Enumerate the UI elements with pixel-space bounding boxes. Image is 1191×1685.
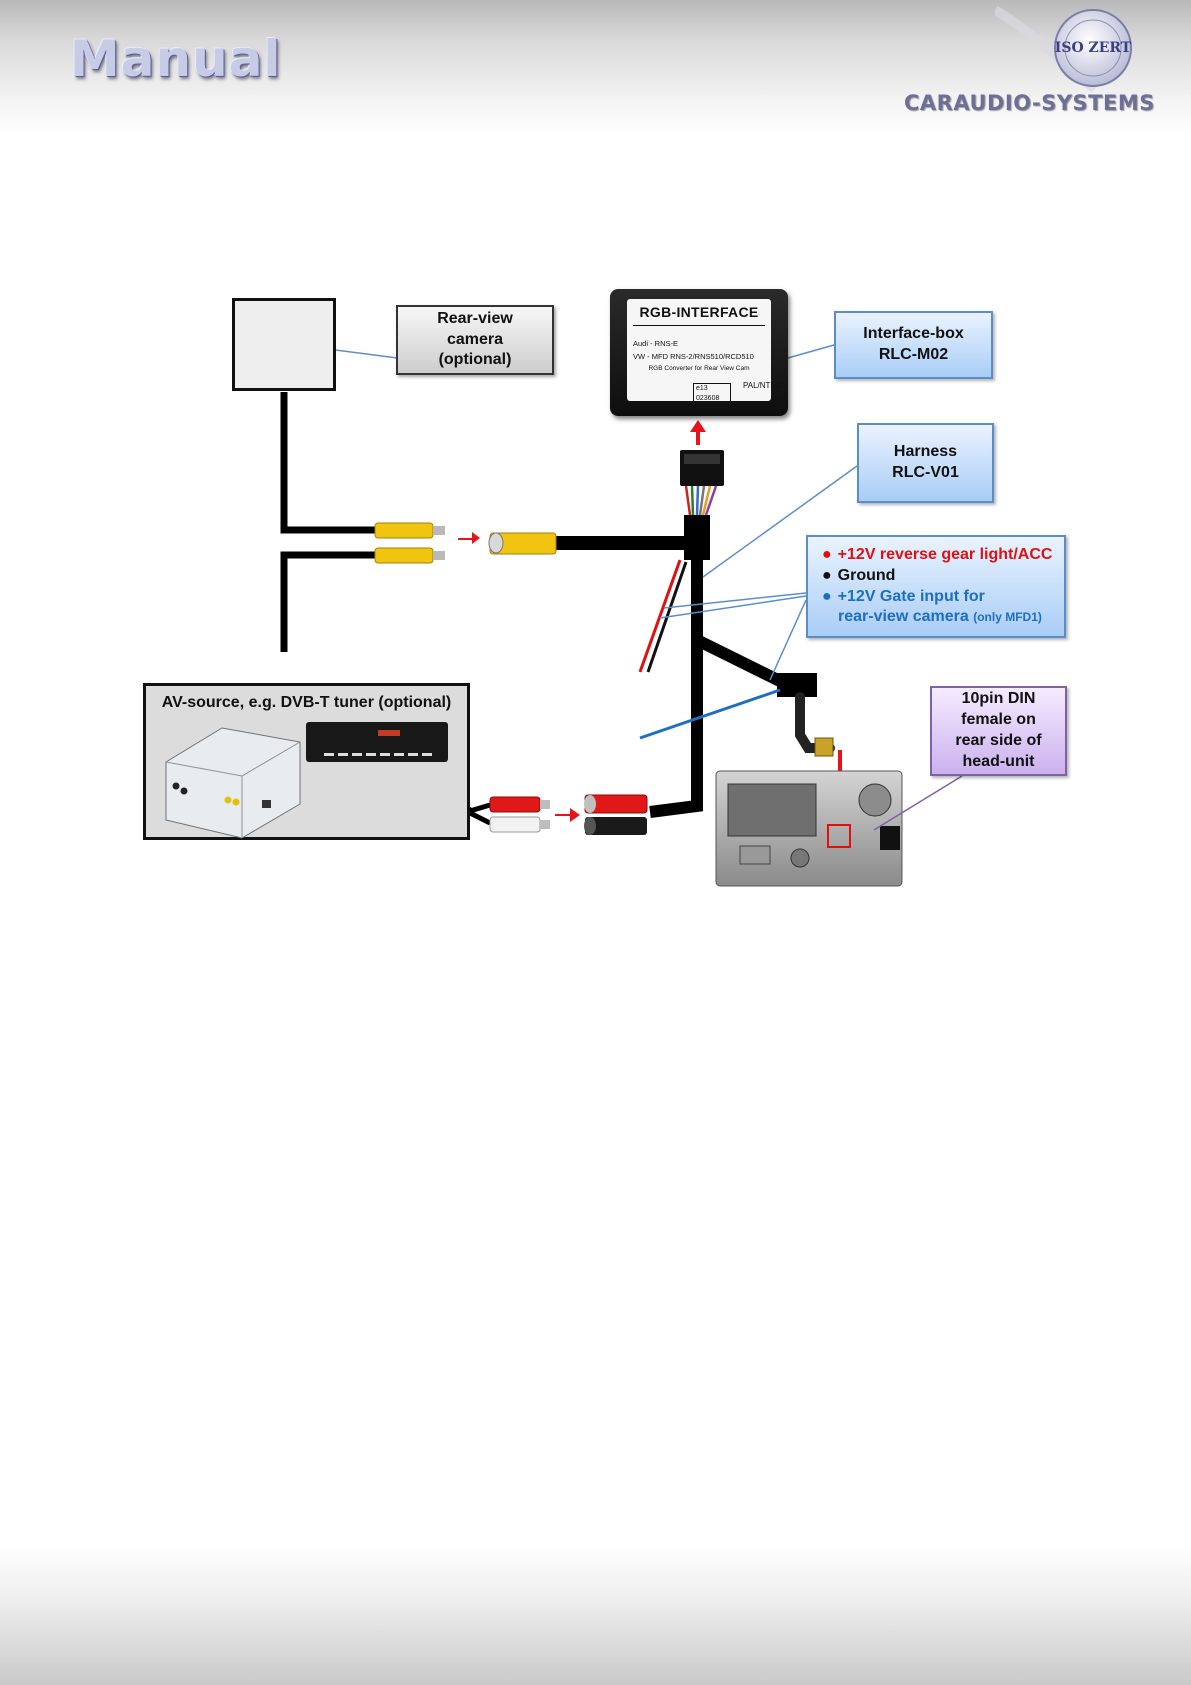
harness-label: Harness RLC-V01 <box>857 423 994 503</box>
camera-frame <box>232 298 336 391</box>
rgb-interface-cert: e13 023608 <box>693 383 731 405</box>
camera-label-line-2: camera <box>446 330 504 348</box>
iso-seal-logo: ISO ZERT <box>995 5 1132 93</box>
wire-blue-note: (only MFD1) <box>973 610 1042 625</box>
wire-blue-line: ● +12V Gate input for <box>822 587 985 608</box>
rca-yellow-upper <box>374 522 445 539</box>
interface-label-line-1: Interface-box <box>863 325 964 343</box>
wire-black-text: Ground <box>837 566 896 584</box>
wire-blue-line-2: rear-view camera (only MFD1) <box>822 607 1042 628</box>
interface-label: Interface-box RLC-M02 <box>834 311 993 379</box>
camera-label: Rear-view camera (optional) <box>396 305 554 375</box>
header-band <box>0 0 1191 135</box>
head-unit-icon <box>715 770 903 887</box>
din-label: 10pin DIN female on rear side of head-un… <box>930 686 1067 776</box>
blue-bullet-icon: ● <box>822 587 832 605</box>
wire-red-text: +12V reverse gear light/ACC <box>837 545 1053 563</box>
rgb-interface-line-1: Audi - RNS-E <box>633 339 679 348</box>
wire-black-line: ● Ground <box>822 566 895 587</box>
rgb-interface-line-3: RGB Converter for Rear View Cam <box>648 365 750 372</box>
din-label-line-3: rear side of <box>955 732 1042 749</box>
din-plug-icon <box>795 692 835 757</box>
harness-label-line-1: Harness <box>893 443 958 461</box>
tuner-overlay <box>165 722 448 839</box>
harness-plug <box>680 450 724 516</box>
din-label-line-2: female on <box>961 711 1036 729</box>
av-source-title: AV-source, e.g. DVB-T tuner (optional) <box>161 694 452 711</box>
wire-red-line: ● +12V reverse gear light/ACC <box>822 545 1052 566</box>
footer-band <box>0 1545 1191 1685</box>
arrow-harness-up <box>690 420 706 445</box>
rgb-interface-label: RGB-INTERFACE Audi - RNS-E VW - MFD RNS-… <box>627 299 771 405</box>
camera-label-line-1: Rear-view <box>437 309 513 327</box>
rgb-interface-cert-1: e13 <box>696 385 708 392</box>
seal-icon <box>1054 9 1132 87</box>
rgb-interface-standard: PAL/NTSC <box>743 381 782 390</box>
camera-label-line-3: (optional) <box>438 351 512 369</box>
din-label-line-4: head-unit <box>962 752 1035 770</box>
rgb-interface-cert-2: 023608 <box>696 395 720 402</box>
rgb-interface-box: RGB-INTERFACE Audi - RNS-E VW - MFD RNS-… <box>610 289 788 416</box>
seal-text: ISO ZERT <box>1055 40 1132 56</box>
din-label-line-1: 10pin DIN <box>961 690 1036 708</box>
red-arrows <box>458 420 848 822</box>
red-bullet-icon: ● <box>822 545 832 563</box>
rgb-interface-rule <box>633 325 765 326</box>
harness-junction <box>684 515 710 560</box>
arrow-rca-audio <box>555 808 580 822</box>
brand-name: CARAUDIO-SYSTEMS <box>904 91 1155 115</box>
wires-label: ● +12V reverse gear light/ACC ● Ground ● +1… <box>806 535 1066 638</box>
rca-red-black-female <box>584 794 648 835</box>
wire-blue-text: +12V Gate input for <box>837 587 985 605</box>
rca-yellow-female <box>488 532 557 555</box>
harness-cables <box>280 392 793 826</box>
harness-label-line-2: RLC-V01 <box>892 464 959 481</box>
rgb-interface-line-2: VW - MFD RNS-2/RNS510/RCD510 <box>633 352 754 361</box>
wire-blue-text-2: rear-view camera <box>838 608 969 626</box>
manual-title: Manual <box>70 30 282 88</box>
arrow-rca-video <box>458 532 480 544</box>
interface-label-line-2: RLC-M02 <box>878 346 949 363</box>
rgb-interface-title: RGB-INTERFACE <box>639 304 759 320</box>
rca-yellow-lower <box>374 547 445 564</box>
rca-red-white-male <box>489 796 550 833</box>
black-bullet-icon: ● <box>822 566 832 584</box>
